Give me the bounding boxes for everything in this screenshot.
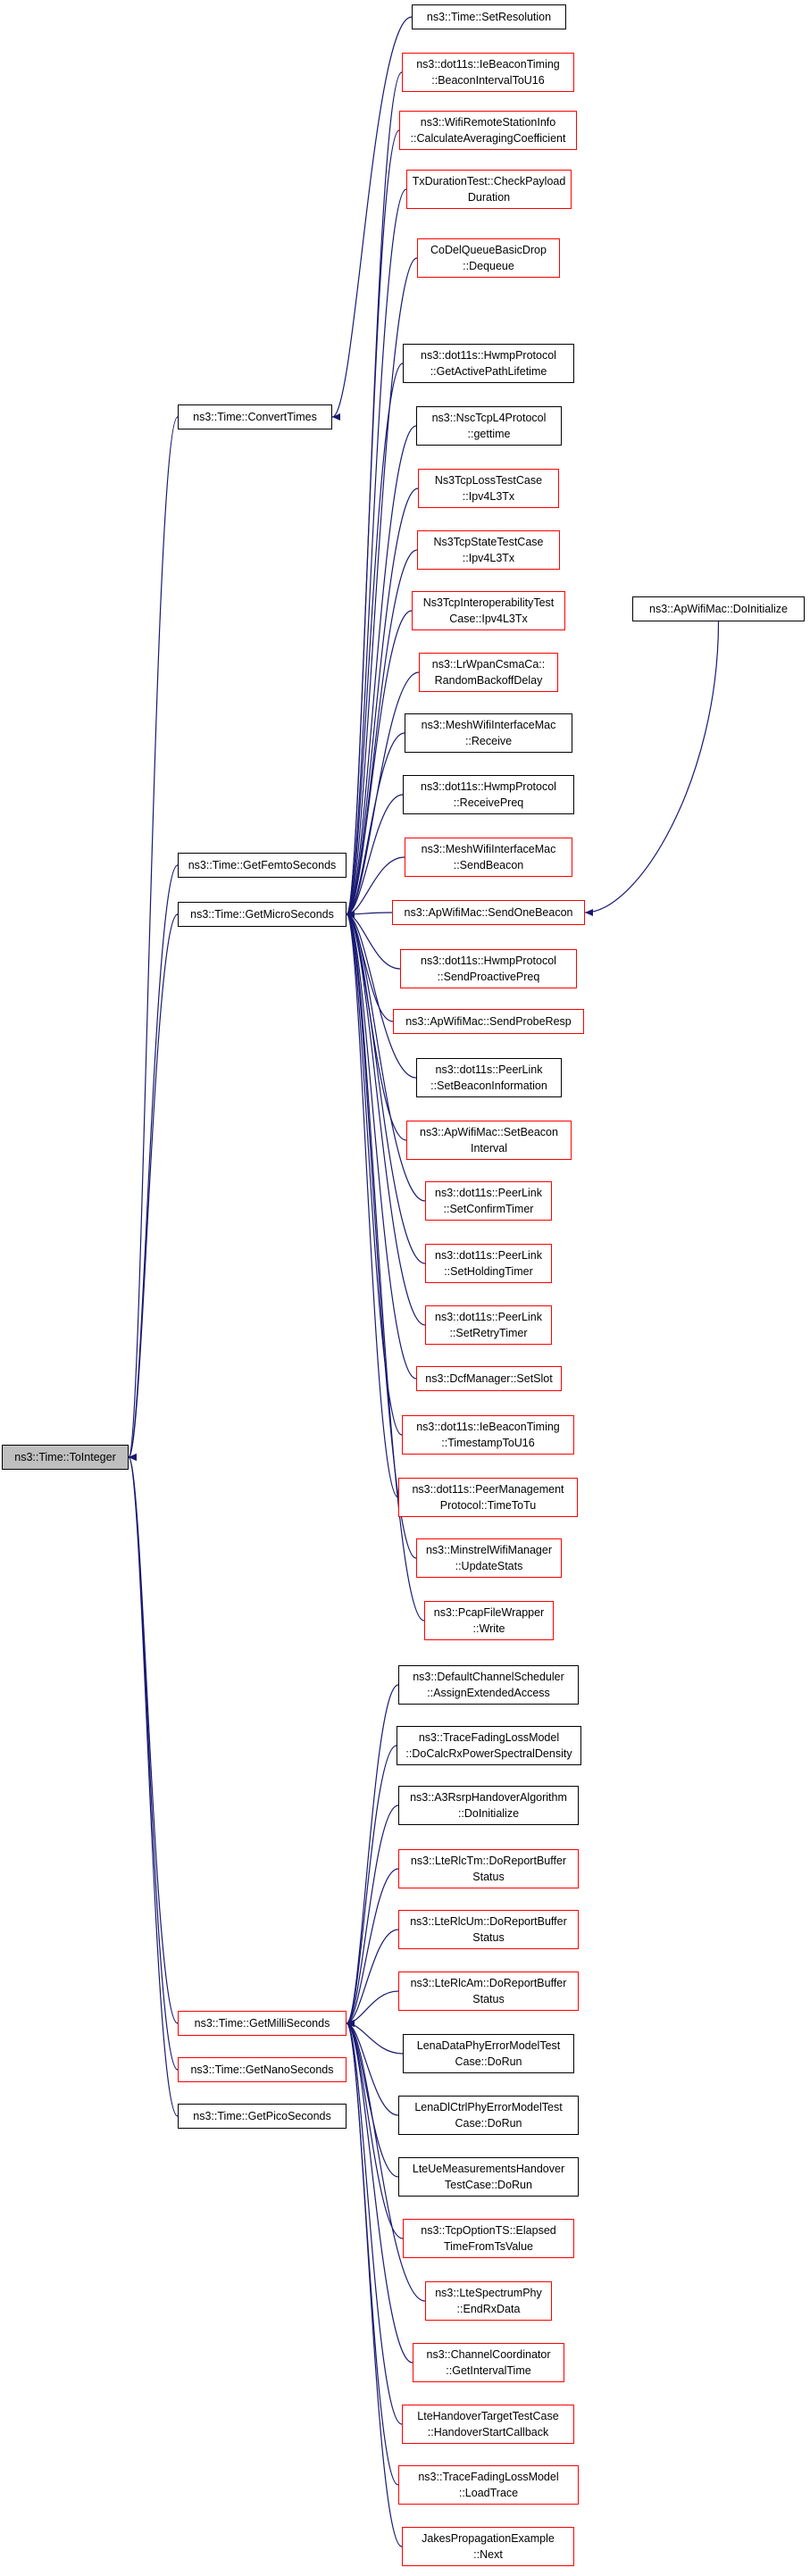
- node-apProbeResp[interactable]: ns3::ApWifiMac::SendProbeResp: [393, 1009, 584, 1034]
- node-jakes[interactable]: JakesPropagationExample ::Next: [402, 2527, 574, 2566]
- node-tcpInterop[interactable]: Ns3TcpInteroperabilityTest Case::Ipv4L3T…: [412, 591, 565, 630]
- node-pcapWrite[interactable]: ns3::PcapFileWrapper ::Write: [424, 1601, 554, 1640]
- edge-getMilli-to-root: [128, 1456, 179, 2024]
- edge-hwmpActive-to-getMicro: [346, 363, 404, 915]
- node-apSendOneBeacon[interactable]: ns3::ApWifiMac::SendOneBeacon: [392, 900, 585, 925]
- node-nscGettime[interactable]: ns3::NscTcpL4Protocol ::gettime: [416, 406, 562, 446]
- edge-rlcUm-to-getMilli: [346, 1929, 399, 2024]
- node-hwmpPreq[interactable]: ns3::dot11s::HwmpProtocol ::ReceivePreq: [403, 775, 574, 814]
- edge-arrowhead: [332, 413, 340, 421]
- edge-tcpInterop-to-getMicro: [346, 610, 413, 915]
- node-tcpOption[interactable]: ns3::TcpOptionTS::Elapsed TimeFromTsValu…: [403, 2219, 574, 2258]
- node-meshSendBeacon[interactable]: ns3::MeshWifiInterfaceMac ::SendBeacon: [405, 838, 572, 877]
- edge-peerHolding-to-getMicro: [346, 913, 426, 1264]
- node-peerMgmt[interactable]: ns3::dot11s::PeerManagement Protocol::Ti…: [398, 1478, 578, 1517]
- node-apDoInit[interactable]: ns3::ApWifiMac::DoInitialize: [632, 596, 805, 621]
- edge-txDuration-to-getMicro: [346, 188, 407, 915]
- node-rlcTm[interactable]: ns3::LteRlcTm::DoReportBuffer Status: [398, 1849, 579, 1888]
- edge-setResolution-to-convertTimes: [331, 16, 413, 418]
- edge-arrowhead: [585, 909, 593, 916]
- node-lrwpan[interactable]: ns3::LrWpanCsmaCa:: RandomBackoffDelay: [419, 653, 558, 692]
- root-node[interactable]: ns3::Time::ToInteger: [2, 1445, 129, 1470]
- edge-arrowhead: [129, 1454, 137, 1461]
- edge-peerMgmt-to-getMicro: [346, 913, 399, 1498]
- node-lteUeMeas[interactable]: LteUeMeasurementsHandover TestCase::DoRu…: [398, 2157, 579, 2197]
- edge-lteUeMeas-to-getMilli: [346, 2022, 399, 2178]
- edge-peerConfirm-to-getMicro: [346, 913, 426, 1202]
- node-traceFadingLoad[interactable]: ns3::TraceFadingLossModel ::LoadTrace: [398, 2465, 579, 2505]
- node-dcfSetSlot[interactable]: ns3::DcfManager::SetSlot: [416, 1366, 562, 1391]
- edge-beaconInterval-to-getMicro: [346, 71, 403, 915]
- edge-rlcTm-to-getMilli: [346, 1868, 399, 2024]
- edge-channelCoord-to-getMilli: [346, 2022, 413, 2363]
- node-lenaDlCtrl[interactable]: LenaDlCtrlPhyErrorModelTest Case::DoRun: [398, 2096, 579, 2135]
- node-meshReceive[interactable]: ns3::MeshWifiInterfaceMac ::Receive: [405, 713, 572, 753]
- node-getFemto[interactable]: ns3::Time::GetFemtoSeconds: [178, 853, 347, 878]
- edge-calcAvg-to-getMicro: [346, 129, 400, 915]
- node-peerConfirm[interactable]: ns3::dot11s::PeerLink ::SetConfirmTimer: [425, 1181, 552, 1221]
- edge-traceFadingDo-to-getMilli: [346, 1745, 397, 2024]
- node-getMilli[interactable]: ns3::Time::GetMilliSeconds: [178, 2011, 347, 2036]
- node-hwmpProactive[interactable]: ns3::dot11s::HwmpProtocol ::SendProactiv…: [400, 949, 577, 988]
- node-peerSetBeacon[interactable]: ns3::dot11s::PeerLink ::SetBeaconInforma…: [416, 1058, 562, 1097]
- node-timestamp[interactable]: ns3::dot11s::IeBeaconTiming ::TimestampT…: [402, 1415, 574, 1455]
- edge-arrowhead: [347, 2020, 355, 2027]
- node-traceFadingDo[interactable]: ns3::TraceFadingLossModel ::DoCalcRxPowe…: [397, 1726, 581, 1765]
- node-defaultChan[interactable]: ns3::DefaultChannelScheduler ::AssignExt…: [398, 1665, 579, 1705]
- edge-a3rsrp-to-getMilli: [346, 1805, 399, 2024]
- edge-peerRetry-to-getMicro: [346, 913, 426, 1326]
- edge-pcapWrite-to-getMicro: [346, 913, 425, 1621]
- node-convertTimes[interactable]: ns3::Time::ConvertTimes: [178, 404, 332, 429]
- edge-getNano-to-root: [128, 1456, 179, 2071]
- node-getPico[interactable]: ns3::Time::GetPicoSeconds: [178, 2104, 347, 2129]
- node-tcpState[interactable]: Ns3TcpStateTestCase ::Ipv4L3Tx: [417, 530, 560, 570]
- node-getMicro[interactable]: ns3::Time::GetMicroSeconds: [178, 902, 347, 927]
- node-lenaData[interactable]: LenaDataPhyErrorModelTest Case::DoRun: [403, 2034, 574, 2073]
- node-channelCoord[interactable]: ns3::ChannelCoordinator ::GetIntervalTim…: [413, 2343, 564, 2382]
- edge-apDoInit-to-apSendOneBeacon: [584, 621, 720, 913]
- edge-minstrel-to-getMicro: [346, 913, 417, 1559]
- node-minstrel[interactable]: ns3::MinstrelWifiManager ::UpdateStats: [416, 1538, 562, 1578]
- node-lteSpectrum[interactable]: ns3::LteSpectrumPhy ::EndRxData: [425, 2281, 552, 2321]
- node-calcAvg[interactable]: ns3::WifiRemoteStationInfo ::CalculateAv…: [399, 111, 577, 150]
- edge-hwmpPreq-to-getMicro: [346, 794, 404, 915]
- node-rlcAm[interactable]: ns3::LteRlcAm::DoReportBuffer Status: [398, 1972, 579, 2011]
- edge-meshReceive-to-getMicro: [346, 732, 405, 915]
- node-txDuration[interactable]: TxDurationTest::CheckPayload Duration: [406, 170, 572, 209]
- node-beaconInterval[interactable]: ns3::dot11s::IeBeaconTiming ::BeaconInte…: [402, 53, 574, 92]
- edge-lteHandover-to-getMilli: [346, 2022, 403, 2425]
- edge-lteSpectrum-to-getMilli: [346, 2022, 426, 2302]
- node-setResolution[interactable]: ns3::Time::SetResolution: [412, 4, 566, 29]
- edge-jakes-to-getMilli: [346, 2022, 403, 2547]
- edge-getPico-to-root: [128, 1456, 179, 2117]
- node-peerRetry[interactable]: ns3::dot11s::PeerLink ::SetRetryTimer: [425, 1305, 552, 1345]
- edge-nscGettime-to-getMicro: [346, 425, 417, 915]
- node-lteHandover[interactable]: LteHandoverTargetTestCase ::HandoverStar…: [402, 2405, 574, 2444]
- node-a3rsrp[interactable]: ns3::A3RsrpHandoverAlgorithm ::DoInitial…: [398, 1786, 579, 1825]
- edge-timestamp-to-getMicro: [346, 913, 403, 1436]
- node-codelDequeue[interactable]: CoDelQueueBasicDrop ::Dequeue: [417, 238, 560, 278]
- edge-convertTimes-to-root: [128, 416, 179, 1458]
- edge-codelDequeue-to-getMicro: [346, 257, 418, 915]
- edge-dcfSetSlot-to-getMicro: [346, 913, 417, 1380]
- node-peerHolding[interactable]: ns3::dot11s::PeerLink ::SetHoldingTimer: [425, 1244, 552, 1283]
- node-rlcUm[interactable]: ns3::LteRlcUm::DoReportBuffer Status: [398, 1910, 579, 1949]
- edge-arrowhead: [347, 911, 355, 918]
- node-hwmpActive[interactable]: ns3::dot11s::HwmpProtocol ::GetActivePat…: [403, 344, 574, 383]
- node-getNano[interactable]: ns3::Time::GetNanoSeconds: [178, 2057, 347, 2082]
- edge-tcpLoss-to-getMicro: [346, 488, 419, 915]
- node-apSetBeacon[interactable]: ns3::ApWifiMac::SetBeacon Interval: [406, 1121, 572, 1160]
- edge-peerSetBeacon-to-getMicro: [346, 913, 417, 1079]
- edge-getMicro-to-root: [128, 913, 179, 1458]
- node-tcpLoss[interactable]: Ns3TcpLossTestCase ::Ipv4L3Tx: [418, 469, 559, 508]
- edge-defaultChan-to-getMilli: [346, 1684, 399, 2024]
